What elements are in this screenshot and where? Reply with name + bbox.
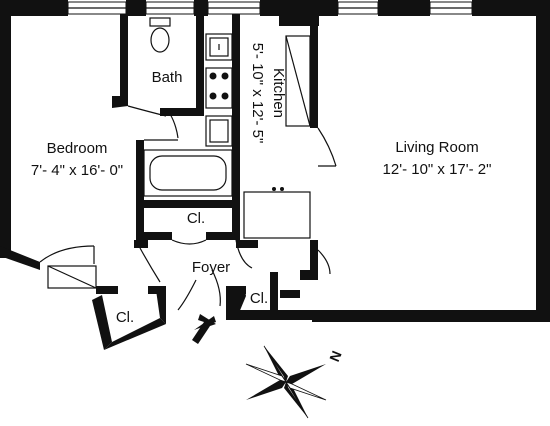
living-room-dims: 12'- 10" x 17'- 2" <box>383 161 492 178</box>
storage-units <box>39 187 311 289</box>
kitchen-dims: 5'- 10" x 12'- 5" <box>249 43 266 144</box>
bath-name: Bath <box>152 69 183 86</box>
closet-center-label: Cl. <box>187 210 205 227</box>
foyer-name: Foyer <box>192 259 230 276</box>
exterior-walls <box>0 0 550 350</box>
compass-north-label: N <box>326 348 345 363</box>
interior-walls <box>96 14 318 310</box>
arrow-up-icon <box>192 314 216 344</box>
compass-rose-icon <box>245 345 327 419</box>
bedroom-dims: 7'- 4" x 16'- 0" <box>31 162 123 179</box>
windows <box>67 1 473 15</box>
kitchen-fixtures <box>205 33 337 167</box>
closet-left-label: Cl. <box>116 309 134 326</box>
closet-right-label: Cl. <box>250 290 268 307</box>
bath-fixtures <box>127 17 233 197</box>
living-room-name: Living Room <box>395 139 478 156</box>
door-swings <box>139 239 331 311</box>
kitchen-name: Kitchen <box>270 68 287 118</box>
bedroom-name: Bedroom <box>47 140 108 157</box>
